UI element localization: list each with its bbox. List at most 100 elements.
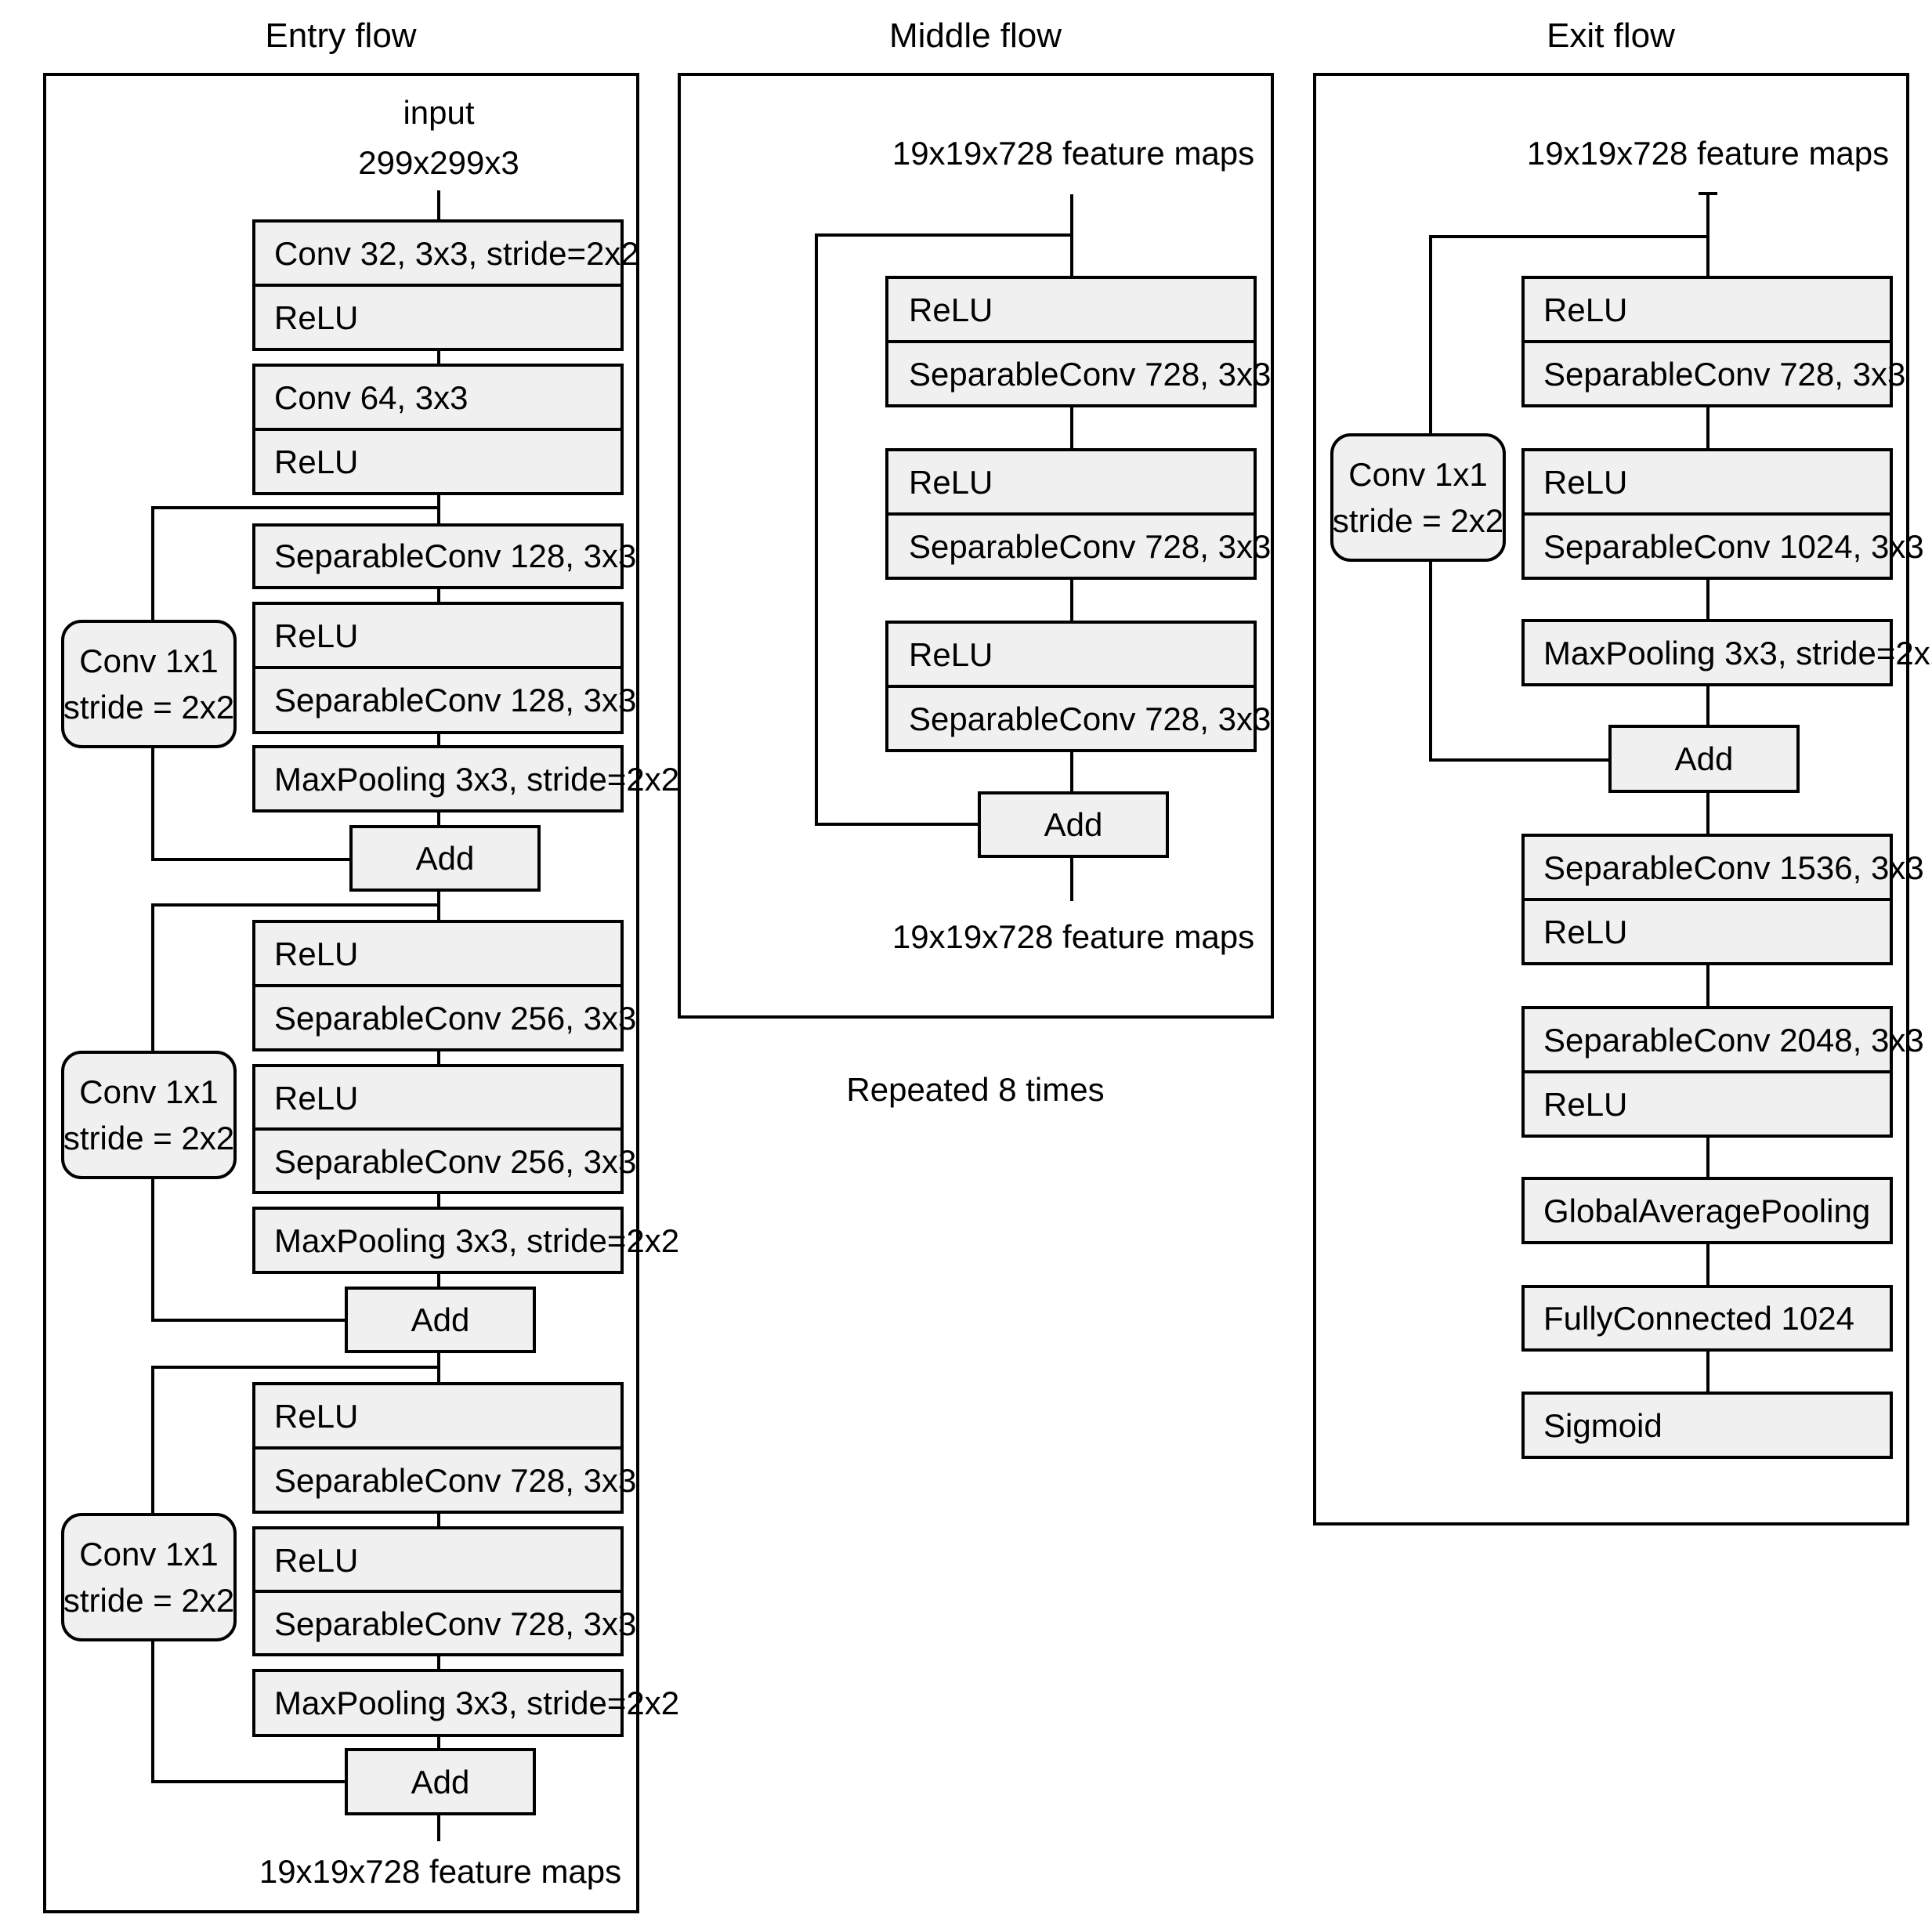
entry-maxpool-box (252, 1207, 624, 1274)
exit-relu-label: ReLU (1543, 914, 1627, 950)
entry-conv64-label: Conv 64, 3x3 (274, 379, 469, 416)
entry-relu-box (252, 1526, 624, 1593)
entry-add-label: Add (416, 840, 475, 877)
entry-input-label: input (403, 94, 474, 131)
exit-sigmoid-box (1521, 1392, 1893, 1459)
entry-sepconv256-box (252, 984, 624, 1051)
entry-output-label: 19x19x728 feature maps (259, 1853, 621, 1890)
entry-relu-label: ReLU (274, 1398, 358, 1435)
exit-maxpool-label: MaxPooling 3x3, stride=2x2 (1543, 635, 1932, 671)
entry-sepconv128-box (252, 666, 624, 734)
exit-add-label: Add (1675, 740, 1734, 777)
entry-flow-title: Entry flow (265, 16, 416, 55)
exit-flow-title: Exit flow (1547, 16, 1675, 55)
entry-relu-box (252, 1064, 624, 1131)
entry-shortcut-conv-label: Conv 1x1 (79, 642, 218, 679)
middle-flow-panel (678, 73, 1274, 1019)
exit-maxpool-box (1521, 619, 1893, 686)
entry-relu-label: ReLU (274, 299, 358, 336)
exit-relu-label: ReLU (1543, 1086, 1627, 1123)
entry-maxpool-box (252, 1669, 624, 1737)
exit-sepconv2048-box (1521, 1006, 1893, 1073)
exit-sepconv1024-box (1521, 512, 1893, 580)
entry-sepconv256-box (252, 1127, 624, 1194)
exit-shortcut-conv-label: Conv 1x1 (1348, 456, 1487, 493)
entry-sepconv728-box (252, 1446, 624, 1514)
middle-sepconv728-box (885, 340, 1257, 407)
middle-output-label: 19x19x728 feature maps (892, 918, 1254, 955)
middle-flow-title: Middle flow (889, 16, 1062, 55)
entry-shortcut-conv-stride: stride = 2x2 (63, 1120, 234, 1156)
entry-input-shape: 299x299x3 (358, 144, 519, 181)
exit-relu-label: ReLU (1543, 464, 1627, 501)
entry-sepconv728-label: SeparableConv 728, 3x3 (274, 1462, 636, 1499)
exit-fully-connected-box (1521, 1285, 1893, 1352)
middle-sepconv728-label: SeparableConv 728, 3x3 (909, 356, 1271, 393)
entry-relu-box (252, 602, 624, 669)
middle-repeat-note: Repeated 8 times (846, 1071, 1104, 1108)
middle-input-label: 19x19x728 feature maps (892, 135, 1254, 172)
exit-shortcut-conv-stride: stride = 2x2 (1333, 502, 1503, 539)
entry-sepconv728-box (252, 1590, 624, 1656)
exit-shortcut-conv-box (1330, 433, 1506, 562)
exit-global-avg-pool-box (1521, 1177, 1893, 1244)
middle-skip-connection (815, 233, 1072, 826)
exit-sepconv2048-label: SeparableConv 2048, 3x3 (1543, 1022, 1924, 1059)
exit-sepconv728-box (1521, 340, 1893, 407)
exit-flow-panel (1313, 73, 1909, 1525)
entry-relu-label: ReLU (274, 1542, 358, 1579)
entry-sepconv128-label: SeparableConv 128, 3x3 (274, 537, 636, 574)
entry-conv32-label: Conv 32, 3x3, stride=2x2 (274, 235, 639, 272)
middle-add-label: Add (1044, 806, 1103, 843)
middle-relu-box (885, 448, 1257, 516)
exit-sepconv1024-label: SeparableConv 1024, 3x3 (1543, 528, 1924, 565)
entry-maxpool-label: MaxPooling 3x3, stride=2x2 (274, 1685, 679, 1721)
middle-add-box (978, 791, 1169, 858)
exit-global-avg-pool-label: GlobalAveragePooling (1543, 1193, 1870, 1229)
exit-fully-connected-label: FullyConnected 1024 (1543, 1300, 1854, 1337)
middle-sepconv728-box (885, 685, 1257, 752)
entry-shortcut-conv-box (61, 620, 237, 748)
exit-relu-box (1521, 898, 1893, 965)
entry-sepconv728-label: SeparableConv 728, 3x3 (274, 1605, 636, 1642)
entry-shortcut-conv-label: Conv 1x1 (79, 1073, 218, 1110)
entry-maxpool-box (252, 745, 624, 812)
entry-relu-label: ReLU (274, 617, 358, 654)
middle-sepconv728-label: SeparableConv 728, 3x3 (909, 528, 1271, 565)
entry-relu-label: ReLU (274, 1080, 358, 1117)
exit-relu-box (1521, 1070, 1893, 1138)
entry-shortcut-conv-stride: stride = 2x2 (63, 689, 234, 726)
exit-add-box (1608, 725, 1800, 793)
entry-relu-box (252, 920, 624, 987)
exit-relu-label: ReLU (1543, 291, 1627, 328)
middle-relu-label: ReLU (909, 636, 993, 673)
entry-add-box (345, 1287, 536, 1353)
middle-relu-label: ReLU (909, 291, 993, 328)
entry-shortcut-conv-label: Conv 1x1 (79, 1536, 218, 1573)
entry-sepconv256-label: SeparableConv 256, 3x3 (274, 1143, 636, 1180)
entry-relu-box (252, 428, 624, 495)
exit-input-label: 19x19x728 feature maps (1527, 135, 1889, 172)
entry-maxpool-label: MaxPooling 3x3, stride=2x2 (274, 1222, 679, 1259)
entry-sepconv256-label: SeparableConv 256, 3x3 (274, 1000, 636, 1037)
entry-relu-label: ReLU (274, 936, 358, 972)
entry-relu-box (252, 284, 624, 351)
exit-sepconv1536-label: SeparableConv 1536, 3x3 (1543, 849, 1924, 886)
entry-add-box (349, 825, 541, 892)
middle-relu-label: ReLU (909, 464, 993, 501)
exit-sepconv1536-box (1521, 834, 1893, 901)
entry-relu-box (252, 1382, 624, 1449)
entry-sepconv128-label: SeparableConv 128, 3x3 (274, 682, 636, 718)
entry-shortcut-conv-box (61, 1513, 237, 1641)
entry-add-label: Add (411, 1301, 470, 1338)
middle-sepconv728-label: SeparableConv 728, 3x3 (909, 700, 1271, 737)
exit-sepconv728-label: SeparableConv 728, 3x3 (1543, 356, 1905, 393)
entry-sepconv128-box (252, 523, 624, 589)
entry-maxpool-label: MaxPooling 3x3, stride=2x2 (274, 761, 679, 798)
exit-sigmoid-label: Sigmoid (1543, 1407, 1662, 1444)
entry-add-box (345, 1748, 536, 1815)
entry-shortcut-conv-stride: stride = 2x2 (63, 1582, 234, 1619)
entry-add-label: Add (411, 1764, 470, 1801)
entry-relu-label: ReLU (274, 443, 358, 480)
